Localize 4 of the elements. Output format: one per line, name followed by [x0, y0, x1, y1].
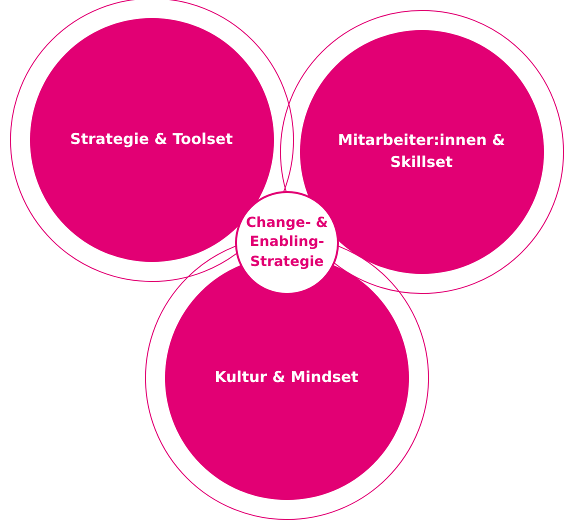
center-label: Change- & Enabling-Strategie [244, 214, 330, 272]
circle-label: Kultur & Mindset [214, 366, 358, 388]
circle-label: Mitarbeiter:innen & Skillset [336, 130, 506, 172]
circle-label: Strategie & Toolset [70, 128, 233, 150]
